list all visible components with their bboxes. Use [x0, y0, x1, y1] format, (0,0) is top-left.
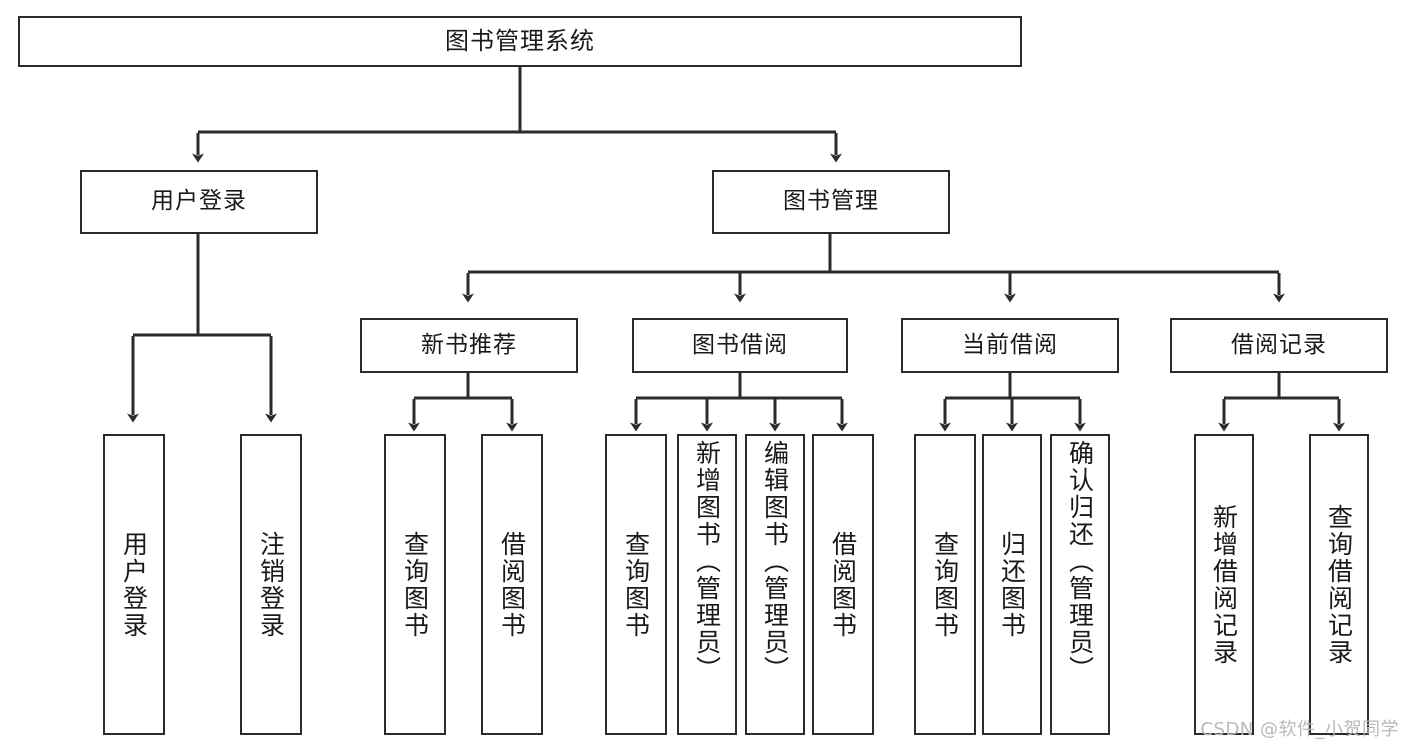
node-borrow-record[interactable]: 借阅记录 [1170, 318, 1388, 373]
node-leaf-borrow-book-1-label: 借阅图书 [497, 530, 527, 639]
node-leaf-query-record[interactable]: 查询借阅记录 [1309, 434, 1369, 735]
node-leaf-user-login[interactable]: 用户登录 [103, 434, 165, 735]
node-leaf-user-logout[interactable]: 注销登录 [240, 434, 302, 735]
watermark: CSDN @软件_小贺同学 [1200, 719, 1399, 740]
node-leaf-borrow-book-1[interactable]: 借阅图书 [481, 434, 543, 735]
node-book-borrow[interactable]: 图书借阅 [632, 318, 848, 373]
node-book-manage-label: 图书管理 [783, 188, 879, 215]
node-leaf-query-book-1[interactable]: 查询图书 [384, 434, 446, 735]
node-leaf-edit-book[interactable]: 编辑图书（管理员） [745, 434, 805, 735]
node-root-label: 图书管理系统 [445, 27, 595, 56]
node-leaf-add-record[interactable]: 新增借阅记录 [1194, 434, 1254, 735]
node-leaf-user-logout-label: 注销登录 [256, 530, 286, 639]
node-leaf-query-book-1-label: 查询图书 [400, 530, 430, 639]
node-leaf-user-login-label: 用户登录 [119, 530, 149, 639]
node-book-manage[interactable]: 图书管理 [712, 170, 950, 234]
node-current-borrow-label: 当前借阅 [962, 331, 1058, 358]
node-leaf-query-record-label: 查询借阅记录 [1324, 503, 1354, 666]
node-leaf-query-book-3[interactable]: 查询图书 [914, 434, 976, 735]
node-user-login-label: 用户登录 [151, 188, 247, 215]
node-leaf-return-book[interactable]: 归还图书 [982, 434, 1042, 735]
node-borrow-record-label: 借阅记录 [1231, 331, 1327, 358]
node-new-book-recommend[interactable]: 新书推荐 [360, 318, 578, 373]
node-book-borrow-label: 图书借阅 [692, 331, 788, 358]
node-leaf-confirm-return-label: 确认归还（管理员） [1065, 440, 1095, 683]
node-leaf-edit-book-label: 编辑图书（管理员） [760, 440, 790, 683]
node-current-borrow[interactable]: 当前借阅 [901, 318, 1119, 373]
node-leaf-add-book[interactable]: 新增图书（管理员） [677, 434, 737, 735]
node-leaf-query-book-2[interactable]: 查询图书 [605, 434, 667, 735]
node-leaf-query-book-3-label: 查询图书 [930, 530, 960, 639]
node-leaf-confirm-return[interactable]: 确认归还（管理员） [1050, 434, 1110, 735]
node-leaf-add-record-label: 新增借阅记录 [1209, 503, 1239, 666]
node-leaf-borrow-book-2-label: 借阅图书 [828, 530, 858, 639]
node-root[interactable]: 图书管理系统 [18, 16, 1022, 67]
node-leaf-return-book-label: 归还图书 [997, 530, 1027, 639]
node-leaf-borrow-book-2[interactable]: 借阅图书 [812, 434, 874, 735]
node-leaf-query-book-2-label: 查询图书 [621, 530, 651, 639]
node-leaf-add-book-label: 新增图书（管理员） [692, 440, 722, 683]
node-user-login[interactable]: 用户登录 [80, 170, 318, 234]
node-new-book-recommend-label: 新书推荐 [421, 331, 517, 358]
